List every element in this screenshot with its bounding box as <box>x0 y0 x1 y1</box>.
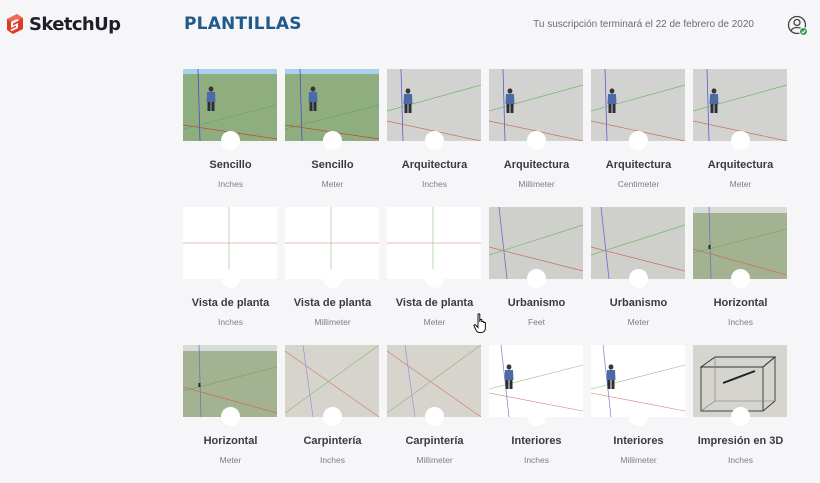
template-name: Interiores <box>511 435 562 447</box>
template-unit: Feet <box>527 317 545 327</box>
template-thumbnail <box>693 345 787 417</box>
template-unit: Inches <box>727 455 754 465</box>
template-card[interactable]: Impresión en 3D Inches <box>693 345 788 483</box>
template-select-dot <box>425 407 444 426</box>
template-name: Arquitectura <box>503 159 570 171</box>
template-name: Vista de planta <box>395 297 474 309</box>
template-select-dot <box>731 407 750 426</box>
template-select-dot <box>527 407 546 426</box>
template-unit: Centimeter <box>617 179 660 189</box>
template-unit: Millimeter <box>416 455 453 465</box>
page-title: PLANTILLAS <box>184 14 302 34</box>
template-thumbnail <box>591 69 685 141</box>
template-name: Urbanismo <box>609 297 668 309</box>
template-unit: Inches <box>319 455 346 465</box>
sketchup-logo-icon <box>7 14 23 34</box>
template-thumbnail <box>387 207 481 279</box>
template-thumbnail <box>285 69 379 141</box>
template-thumbnail <box>387 345 481 417</box>
template-select-dot <box>527 269 546 288</box>
template-name: Vista de planta <box>293 297 372 309</box>
template-thumbnail <box>183 69 277 141</box>
template-thumbnail <box>693 69 787 141</box>
template-select-dot <box>629 407 648 426</box>
template-select-dot <box>731 269 750 288</box>
template-thumbnail <box>693 207 787 279</box>
template-name: Sencillo <box>209 159 252 171</box>
template-unit: Meter <box>423 317 446 327</box>
template-select-dot <box>221 131 240 150</box>
template-unit: Inches <box>421 179 448 189</box>
template-unit: Meter <box>627 317 650 327</box>
template-unit: Inches <box>217 317 244 327</box>
template-thumbnail <box>183 345 277 417</box>
template-name: Urbanismo <box>507 297 566 309</box>
template-unit: Meter <box>219 455 242 465</box>
logo-text: SketchUp <box>29 13 121 35</box>
template-unit: Inches <box>217 179 244 189</box>
sketchup-logo[interactable]: SketchUp <box>5 12 121 36</box>
template-select-dot <box>221 269 240 288</box>
template-select-dot <box>527 131 546 150</box>
template-unit: Inches <box>523 455 550 465</box>
template-select-dot <box>731 131 750 150</box>
template-name: Carpintería <box>303 435 362 447</box>
template-name: Arquitectura <box>707 159 774 171</box>
template-name: Arquitectura <box>605 159 672 171</box>
template-name: Impresión en 3D <box>697 435 784 447</box>
hand-pointer-cursor-icon <box>473 313 486 333</box>
template-select-dot <box>323 269 342 288</box>
template-select-dot <box>221 407 240 426</box>
template-unit: Millimeter <box>314 317 351 327</box>
subscription-notice: Tu suscripción terminará el 22 de febrer… <box>533 19 754 30</box>
template-thumbnail <box>183 207 277 279</box>
template-thumbnail <box>387 69 481 141</box>
template-thumbnail <box>489 69 583 141</box>
template-name: Horizontal <box>713 297 768 309</box>
template-select-dot <box>629 131 648 150</box>
template-unit: Millimeter <box>620 455 657 465</box>
template-thumbnail <box>285 345 379 417</box>
template-select-dot <box>425 131 444 150</box>
template-unit: Millimeter <box>518 179 555 189</box>
template-name: Vista de planta <box>191 297 270 309</box>
template-thumbnail <box>285 207 379 279</box>
template-select-dot <box>425 269 444 288</box>
template-thumbnail <box>591 207 685 279</box>
template-unit: Inches <box>727 317 754 327</box>
template-unit: Meter <box>321 179 344 189</box>
template-name: Arquitectura <box>401 159 468 171</box>
template-name: Horizontal <box>203 435 258 447</box>
template-select-dot <box>323 407 342 426</box>
template-thumbnail <box>489 345 583 417</box>
template-select-dot <box>629 269 648 288</box>
template-name: Interiores <box>613 435 664 447</box>
template-thumbnail <box>591 345 685 417</box>
template-name: Sencillo <box>311 159 354 171</box>
account-avatar-icon[interactable] <box>787 15 809 37</box>
template-select-dot <box>323 131 342 150</box>
template-unit: Meter <box>729 179 752 189</box>
template-name: Carpintería <box>405 435 464 447</box>
template-thumbnail <box>489 207 583 279</box>
